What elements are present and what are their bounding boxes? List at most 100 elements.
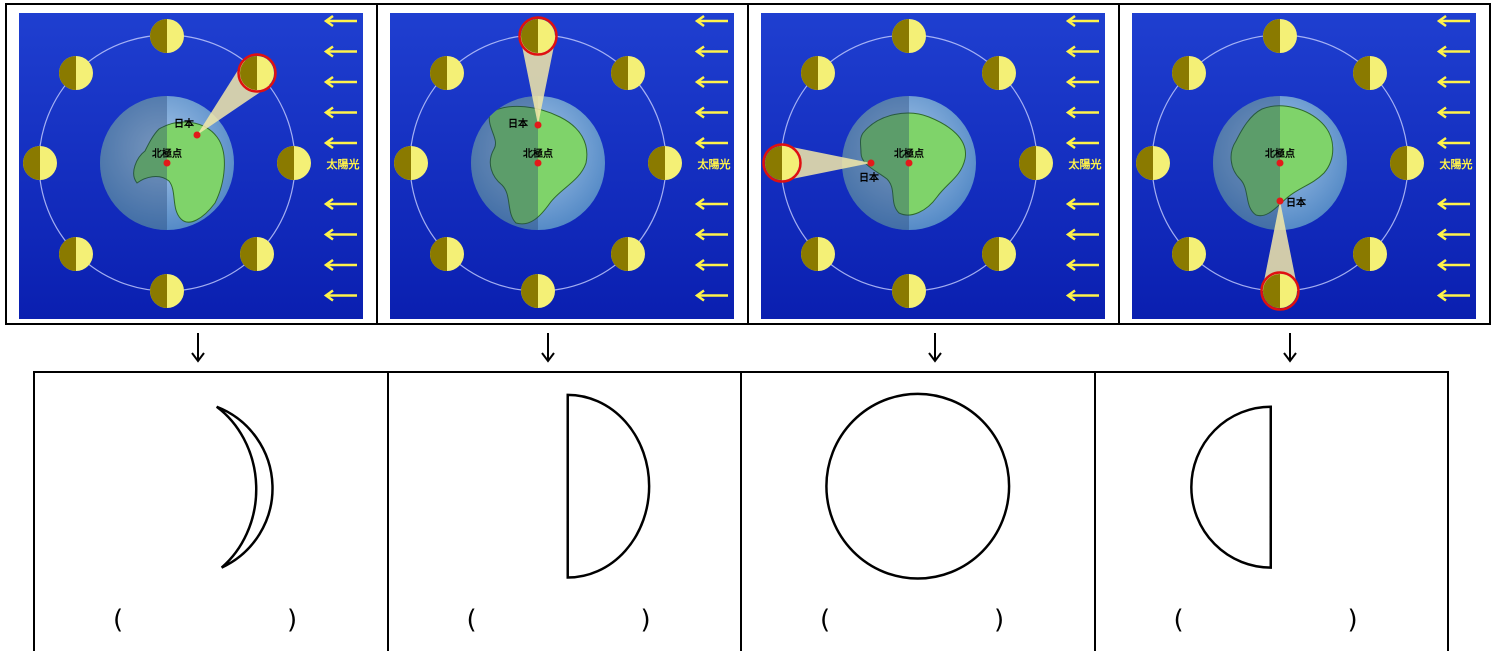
moon-icon <box>394 146 428 180</box>
sunlight-arrow-icon <box>323 14 357 28</box>
sunlight-arrow-icon <box>323 228 357 241</box>
moon-shape-crescent <box>215 405 274 569</box>
answer-cell-4: ( ) <box>1096 373 1448 651</box>
sunlight-label: 太陽光 <box>1439 157 1473 171</box>
answer-close-paren: ) <box>994 605 1005 635</box>
moon-shape-half-left <box>1189 405 1272 569</box>
answer-cell-3: ( ) <box>742 373 1096 651</box>
continent <box>860 112 966 216</box>
moon-icon <box>648 146 682 180</box>
sunlight-label: 太陽光 <box>697 157 731 171</box>
phase-panel-3: 太陽光 北極点日本 <box>749 5 1120 323</box>
line-of-sight-cone <box>520 36 556 125</box>
down-arrow-icon <box>541 333 555 363</box>
answer-close-paren: ) <box>287 605 298 635</box>
moon-icon <box>892 274 926 308</box>
sunlight-arrow-icon <box>323 45 357 58</box>
moon-icon <box>59 56 93 90</box>
moon-icon <box>982 237 1016 271</box>
moon-icon <box>23 146 57 180</box>
sunlight-arrow-icon <box>1065 75 1099 89</box>
sunlight-arrow-icon <box>1065 14 1099 28</box>
north-pole-marker <box>534 159 542 167</box>
moon-icon <box>892 19 926 53</box>
sunlight-arrow-icon <box>694 197 728 211</box>
sunlight-arrow-icon <box>1065 106 1099 119</box>
moon-icon <box>1353 237 1387 271</box>
answer-blank[interactable] <box>145 609 275 633</box>
moon-icon <box>1172 237 1206 271</box>
moon-icon <box>611 56 645 90</box>
moon-icon <box>1390 146 1424 180</box>
sunlight-arrow-icon <box>694 228 728 241</box>
moon-icon <box>430 56 464 90</box>
moon-icon <box>518 16 558 56</box>
answer-blank[interactable] <box>499 609 629 633</box>
sunlight-arrow-icon <box>1065 136 1099 150</box>
moon-icon <box>801 56 835 90</box>
moon-icon <box>521 274 555 308</box>
answer-blank[interactable] <box>1206 609 1336 633</box>
answer-open-paren: ( <box>1173 605 1184 635</box>
sunlight-arrow-icon <box>323 75 357 89</box>
down-arrow-icon <box>191 333 205 363</box>
sunlight-arrow-icon <box>323 106 357 119</box>
north-pole-label: 北極点 <box>894 147 924 160</box>
sunlight-arrow-icon <box>323 197 357 211</box>
moon-icon <box>1260 271 1300 311</box>
sunlight-arrow-icon <box>694 106 728 119</box>
answer-cell-1: ( ) <box>35 373 389 651</box>
moon-shape-half-right <box>565 393 650 579</box>
sunlight-arrow-icon <box>1065 45 1099 58</box>
sunlight-arrow-icon <box>1065 228 1099 241</box>
sunlight-arrow-icon <box>1436 197 1470 211</box>
sunlight-label: 太陽光 <box>1068 157 1102 171</box>
moon-icon <box>240 237 274 271</box>
sunlight-arrow-icon <box>1436 228 1470 241</box>
sunlight-arrow-icon <box>1065 197 1099 211</box>
north-pole-marker <box>905 159 913 167</box>
answer-open-paren: ( <box>820 605 831 635</box>
north-pole-label: 北極点 <box>523 147 553 160</box>
sunlight-arrow-icon <box>1436 106 1470 119</box>
sunlight-arrow-icon <box>694 14 728 28</box>
sunlight-arrow-icon <box>323 258 357 272</box>
continent <box>133 121 225 223</box>
down-arrow-icon <box>1283 333 1297 363</box>
sunlight-arrow-icon <box>694 45 728 58</box>
moon-icon <box>430 237 464 271</box>
answer-close-paren: ) <box>640 605 651 635</box>
moon-icon <box>801 237 835 271</box>
answer-row: ( ) ( ) ( ) ( ) <box>33 371 1449 651</box>
moon-icon <box>1172 56 1206 90</box>
north-pole-marker <box>1276 159 1284 167</box>
answer-blank[interactable] <box>852 609 982 633</box>
moon-icon <box>1263 19 1297 53</box>
japan-marker <box>867 159 875 167</box>
moon-icon <box>1136 146 1170 180</box>
phase-diagram-row: 太陽光北極点日本 太陽光北極点日本 太陽光北極点日本 太陽光北極点日本 <box>5 3 1491 325</box>
sunlight-arrow-icon <box>1436 289 1470 302</box>
line-of-sight-cone <box>782 145 871 181</box>
moon-icon <box>237 53 277 93</box>
moon-shape-full <box>825 392 1011 580</box>
japan-marker <box>1276 197 1284 205</box>
japan-label: 日本 <box>859 171 880 184</box>
phase-panel-1: 太陽光北極点日本 <box>7 5 378 323</box>
north-pole-marker <box>163 159 171 167</box>
sunlight-label: 太陽光 <box>326 157 360 171</box>
answer-close-paren: ) <box>1347 605 1358 635</box>
sunlight-arrow-icon <box>1436 14 1470 28</box>
japan-marker <box>193 131 201 139</box>
moon-icon <box>150 274 184 308</box>
moon-icon <box>1353 56 1387 90</box>
down-arrow-icon <box>928 333 942 363</box>
phase-panel-4: 太陽光北極点日本 <box>1120 5 1489 323</box>
sunlight-arrow-icon <box>694 258 728 272</box>
moon-icon <box>982 56 1016 90</box>
moon-icon <box>611 237 645 271</box>
